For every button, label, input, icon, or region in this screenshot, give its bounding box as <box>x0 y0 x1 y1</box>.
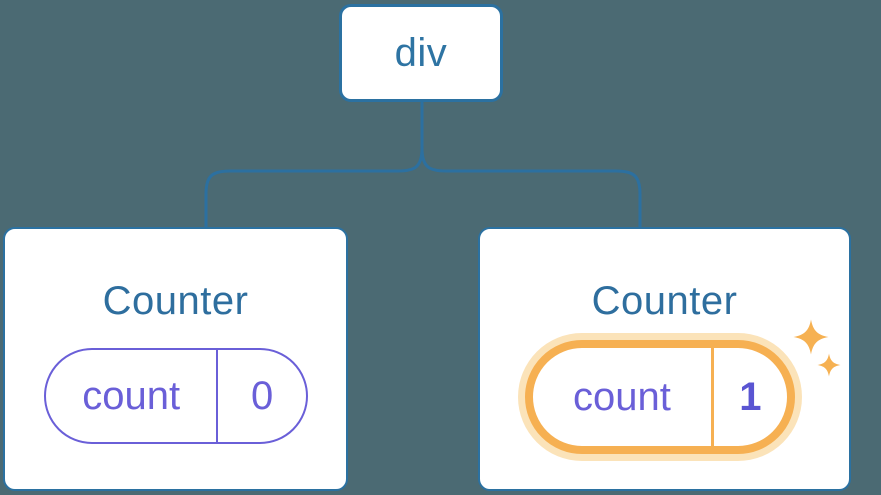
counter-title: Counter <box>591 279 738 323</box>
state-key: count <box>46 350 219 442</box>
state-key: count <box>533 348 714 446</box>
counter-card-left: Counter count 0 <box>3 227 348 491</box>
root-node: div <box>339 4 503 102</box>
connector-left-branch <box>204 146 424 230</box>
connector-right-branch <box>420 146 642 230</box>
counter-card-right: Counter count 1 <box>478 227 851 491</box>
counter-title: Counter <box>102 279 249 323</box>
state-pill-highlighted: count 1 <box>525 340 795 454</box>
state-pill: count 0 <box>44 348 308 444</box>
state-value: 0 <box>251 373 274 418</box>
state-value: 1 <box>739 374 762 419</box>
root-node-label: div <box>394 30 448 75</box>
